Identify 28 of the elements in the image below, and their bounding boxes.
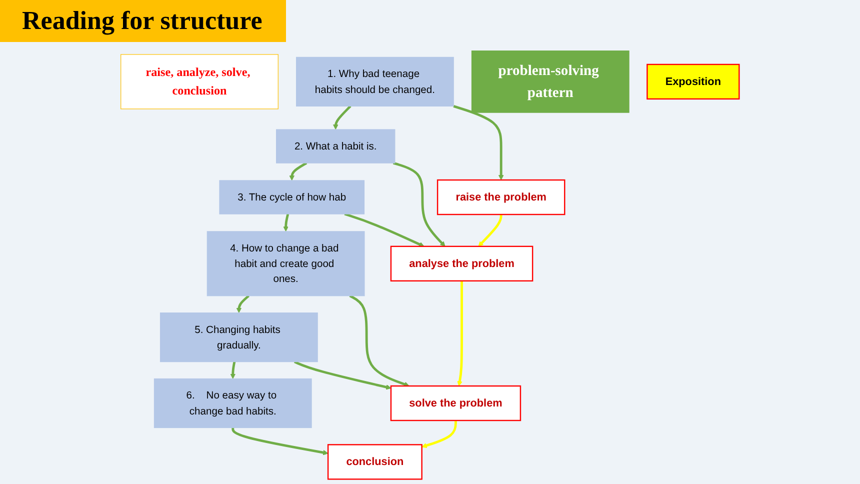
node-box: 5. Changing habits gradually. xyxy=(160,312,318,362)
node-box: 3. The cycle of how hab xyxy=(219,180,365,214)
node-box: 1. Why bad teenage habits should be changed. xyxy=(296,56,454,106)
arrow xyxy=(453,105,504,180)
node-box: analyse the problem xyxy=(390,246,534,282)
arrow xyxy=(294,360,392,390)
arrow xyxy=(283,214,290,232)
node-box: 4. How to change a bad habit and create good ones. xyxy=(206,231,365,296)
arrow xyxy=(289,162,308,181)
node-box: raise the problem xyxy=(436,179,566,216)
arrow xyxy=(478,214,502,247)
node-box: raise, analyze, solve, conclusion xyxy=(120,54,278,110)
node-box: 2. What a habit is. xyxy=(276,129,396,164)
node-box: 6. No easy way to change bad habits. xyxy=(154,378,312,428)
node-box: conclusion xyxy=(327,444,422,480)
arrow xyxy=(230,362,236,379)
arrow xyxy=(457,280,463,386)
arrow xyxy=(232,428,328,456)
arrow xyxy=(332,105,352,130)
arrow xyxy=(422,420,457,448)
arrow xyxy=(349,294,410,387)
node-box: problem-solving pattern xyxy=(471,50,630,113)
node-box: solve the problem xyxy=(390,385,522,422)
slide-title: Reading for structure xyxy=(0,0,286,42)
arrow xyxy=(236,294,250,314)
node-box: Exposition xyxy=(646,64,740,100)
arrow xyxy=(392,162,446,247)
arrow xyxy=(344,212,424,247)
